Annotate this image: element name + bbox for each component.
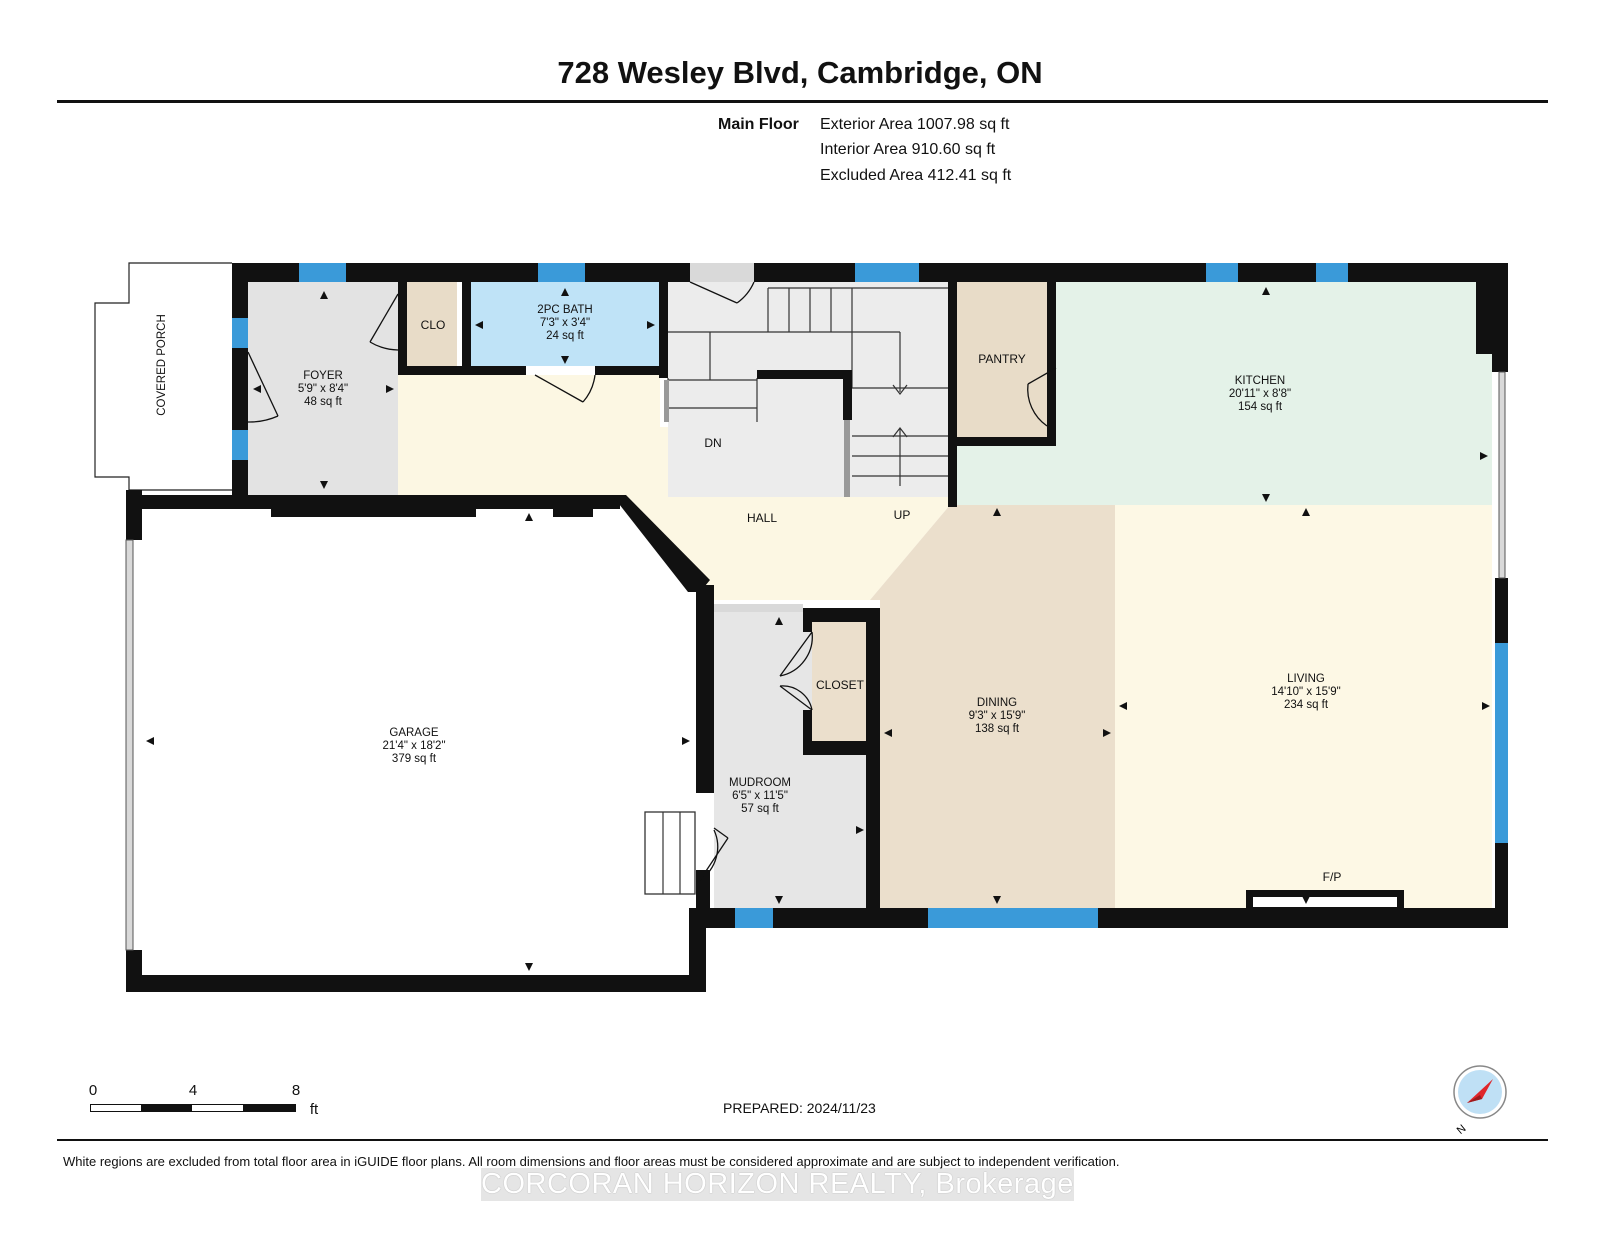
room-dims: 9'3" x 15'9" [968, 710, 1026, 722]
room-mudroom: MUDROOM 6'5" x 11'5" 57 sq ft [729, 777, 791, 816]
room-area: 48 sq ft [304, 396, 342, 408]
pantry-fill [957, 282, 1047, 437]
room-2pc-bath: 2PC BATH 7'3" x 3'4" 24 sq ft [537, 304, 592, 343]
garage-door-sill [125, 539, 134, 951]
stair-rail-right [844, 420, 850, 497]
scale-tick-8: 8 [291, 1082, 301, 1099]
hall-label: HALL [746, 511, 778, 525]
excluded-area: Excluded Area 412.41 sq ft [820, 167, 1012, 184]
dining-fill [870, 505, 1115, 908]
room-area: 57 sq ft [741, 803, 779, 815]
room-name: FOYER [303, 370, 343, 382]
room-area: 234 sq ft [1283, 699, 1329, 711]
scale-tick-0: 0 [88, 1082, 98, 1099]
foyer-fill [248, 282, 398, 497]
exterior-door-gap [690, 263, 754, 282]
garage-entry-steps [644, 811, 696, 895]
living-fill [1115, 505, 1492, 908]
room-dims: 6'5" x 11'5" [732, 790, 788, 802]
room-dining: DINING 9'3" x 15'9" 138 sq ft [969, 697, 1026, 736]
room-dims: 20'11" x 8'8" [1228, 388, 1292, 400]
room-dims: 14'10" x 15'9" [1271, 686, 1341, 698]
clo-label: CLO [420, 318, 446, 332]
fireplace-label: F/P [1322, 870, 1342, 884]
prepared-date: PREPARED: 2024/11/23 [723, 1100, 876, 1116]
room-name: GARAGE [389, 727, 439, 739]
room-dims: 21'4" x 18'2" [382, 740, 446, 752]
stairs-down-label: DN [704, 436, 722, 450]
room-kitchen: KITCHEN 20'11" x 8'8" 154 sq ft [1229, 375, 1291, 414]
room-dims: 7'3" x 3'4" [539, 317, 591, 329]
brokerage-watermark: CORCORAN HORIZON REALTY, Brokerage [481, 1168, 1074, 1201]
room-area: 379 sq ft [391, 753, 437, 765]
disclaimer: White regions are excluded from total fl… [63, 1154, 1120, 1169]
room-area: 154 sq ft [1237, 401, 1283, 413]
compass-north-label: N [1455, 1123, 1469, 1137]
room-garage: GARAGE 21'4" x 18'2" 379 sq ft [382, 727, 445, 766]
clo-fill [407, 282, 457, 366]
room-area: 138 sq ft [974, 723, 1020, 735]
room-dims: 5'9" x 8'4" [297, 383, 349, 395]
windows [232, 263, 1508, 928]
room-name: DINING [976, 697, 1018, 709]
scale-tick-4: 4 [188, 1082, 198, 1099]
fireplace [1251, 895, 1399, 909]
closet-fill [812, 622, 866, 741]
covered-porch-label: COVERED PORCH [156, 314, 168, 416]
kitchen-fill [955, 282, 1492, 505]
compass-icon: N [1453, 1065, 1507, 1137]
stairs [667, 287, 948, 486]
page-title: 728 Wesley Blvd, Cambridge, ON [557, 55, 1043, 90]
footer-rule [57, 1139, 1548, 1141]
stairs-up-label: UP [893, 508, 911, 522]
dimension-arrows [146, 287, 1490, 971]
doors [247, 281, 1057, 881]
pantry-label: PANTRY [978, 352, 1026, 366]
stairs-fill [668, 282, 948, 497]
room-foyer: FOYER 5'9" x 8'4" 48 sq ft [298, 370, 348, 409]
mudroom-top-sill [714, 604, 803, 612]
scale-unit: ft [309, 1101, 319, 1118]
title-rule [57, 100, 1548, 103]
room-area: 24 sq ft [546, 330, 584, 342]
room-name: 2PC BATH [537, 304, 593, 316]
covered-porch-outline [94, 262, 232, 491]
room-name: MUDROOM [729, 777, 791, 789]
stair-rail-left [664, 380, 669, 422]
east-wall-opening [1498, 371, 1506, 579]
room-name: KITCHEN [1234, 375, 1286, 387]
exterior-area: Exterior Area 1007.98 sq ft [820, 116, 1010, 133]
closet-label: CLOSET [815, 678, 865, 692]
interior-area: Interior Area 910.60 sq ft [820, 141, 996, 158]
scale-bar-graphic [90, 1104, 296, 1112]
room-living: LIVING 14'10" x 15'9" 234 sq ft [1271, 673, 1340, 712]
room-name: LIVING [1287, 673, 1325, 685]
floor-name: Main Floor [718, 116, 799, 133]
